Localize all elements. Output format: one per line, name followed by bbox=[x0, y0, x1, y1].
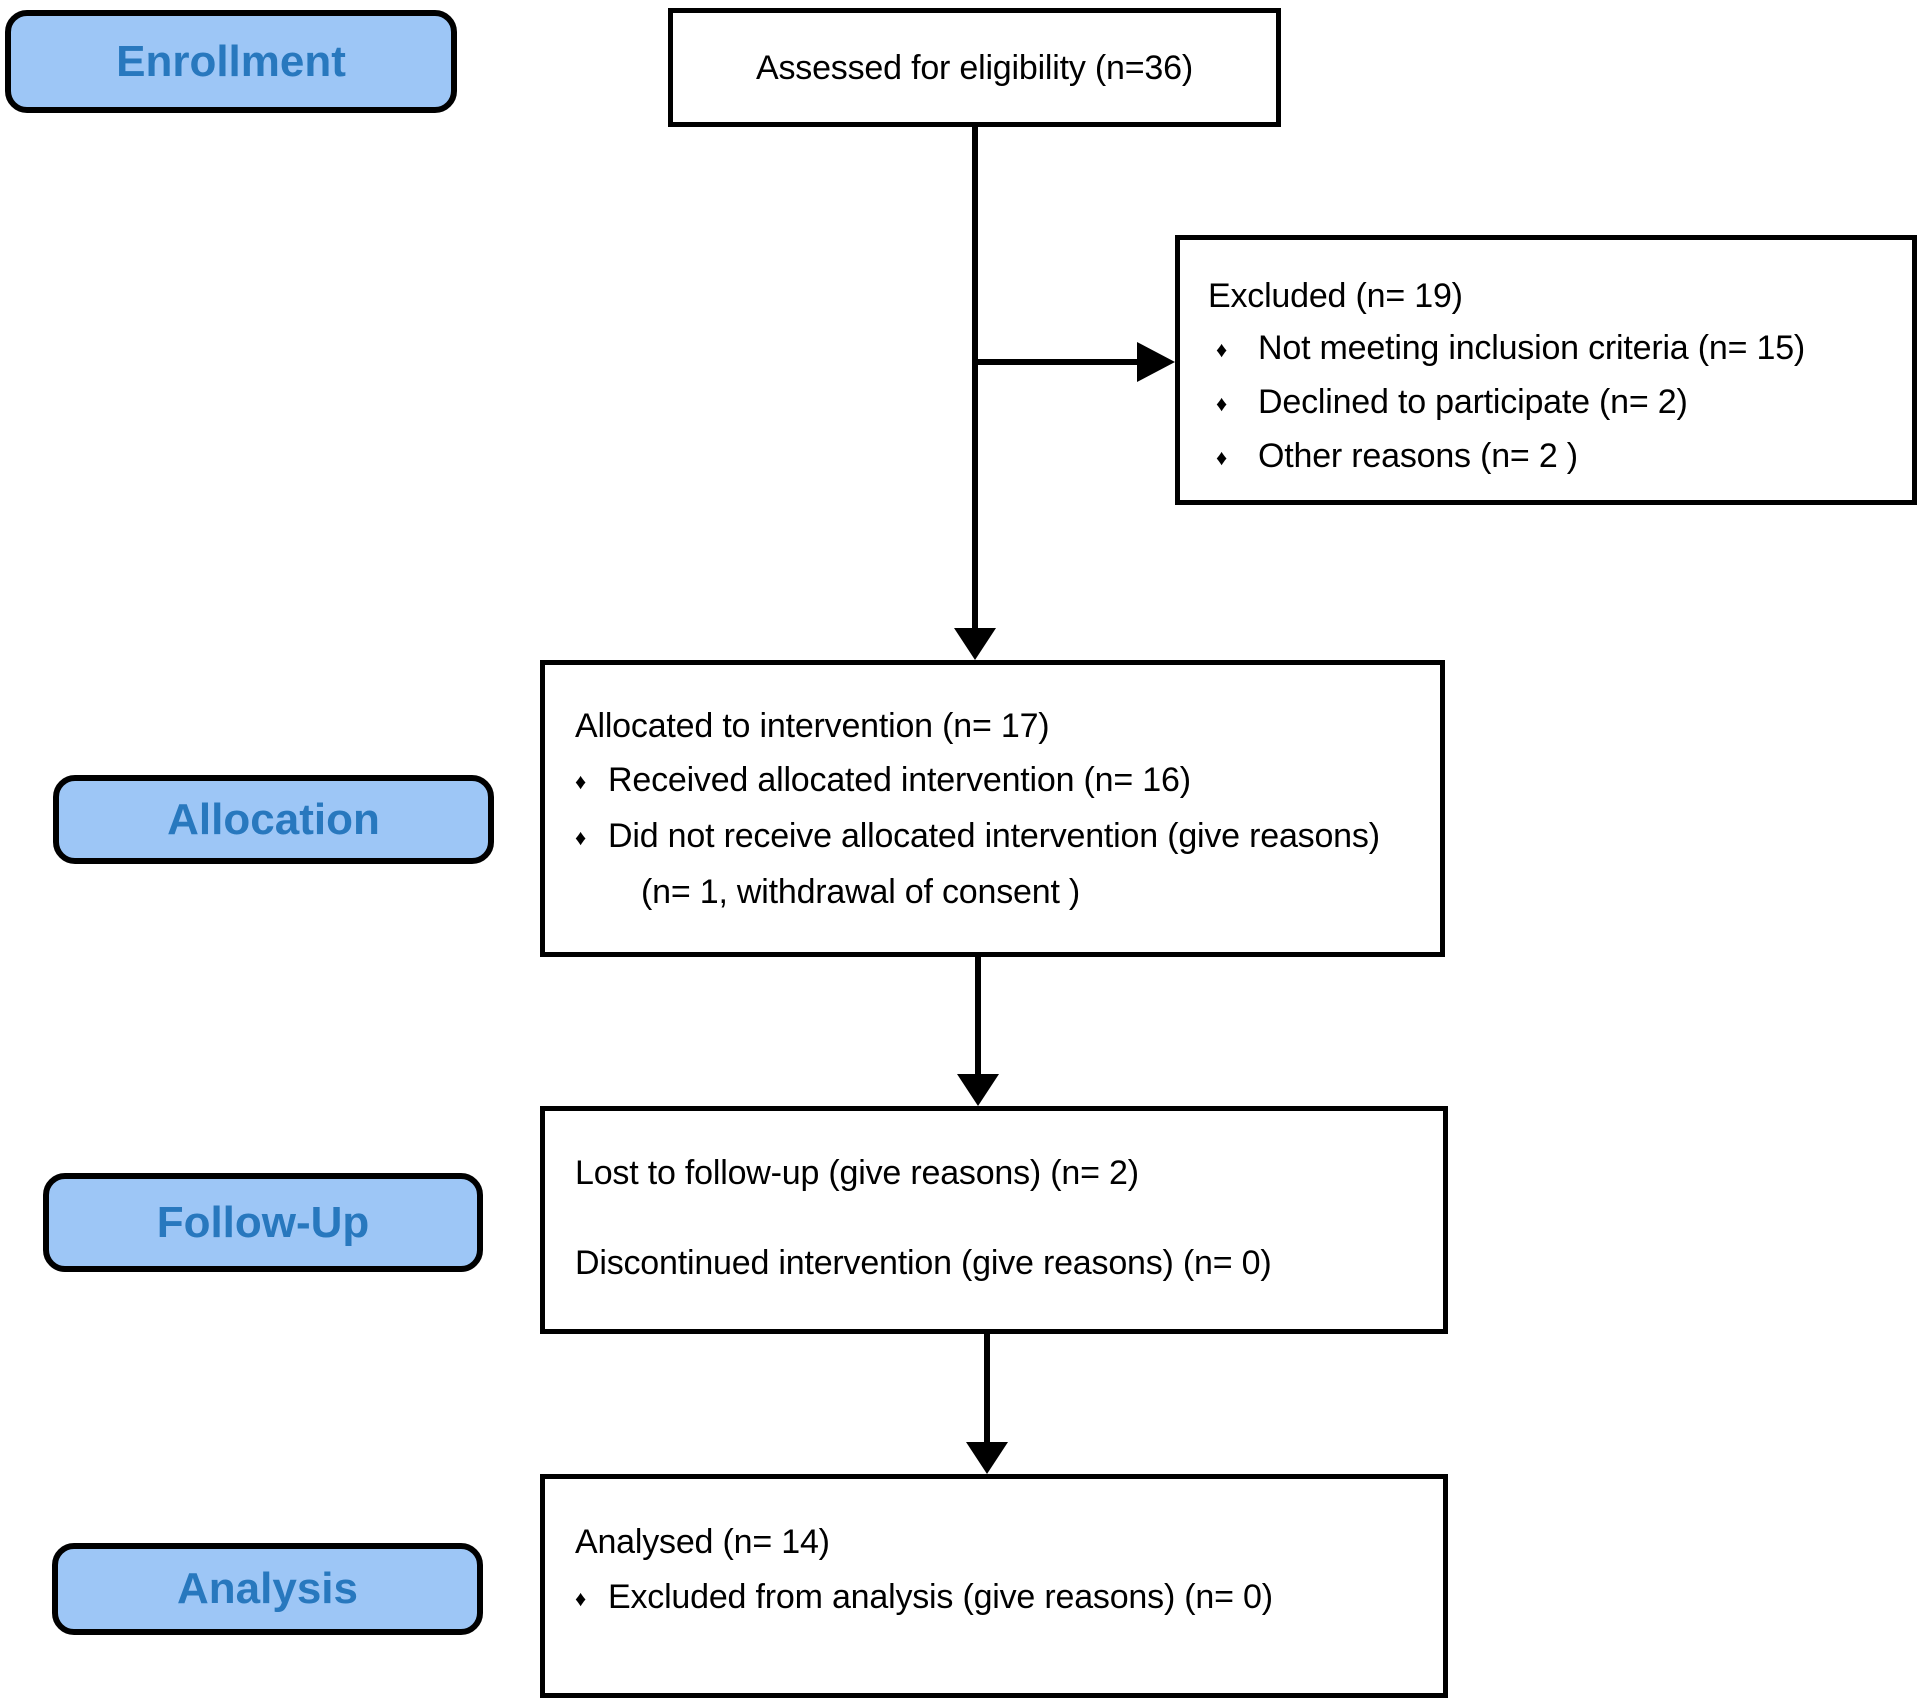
stage-label-analysis-text: Analysis bbox=[177, 1564, 358, 1613]
arrow-right-icon bbox=[1137, 342, 1175, 382]
arrow-down-icon bbox=[954, 628, 996, 660]
diamond-bullet-icon: ♦ bbox=[1216, 337, 1228, 362]
allocated-bullet-text: Did not receive allocated intervention (… bbox=[608, 817, 1380, 911]
stage-label-analysis: Analysis bbox=[52, 1543, 483, 1635]
stage-label-followup-text: Follow-Up bbox=[156, 1197, 370, 1247]
arrow-line-to-excluded bbox=[975, 359, 1137, 365]
allocated-bullet-text: Received allocated intervention (n= 16) bbox=[608, 761, 1191, 799]
assessed-title: Assessed for eligibility (n=36) bbox=[756, 48, 1193, 87]
excluded-bullet-text: Declined to participate (n= 2) bbox=[1258, 383, 1688, 421]
diamond-bullet-icon: ♦ bbox=[1216, 445, 1228, 470]
analysed-title: Analysed (n= 14) bbox=[575, 1523, 830, 1561]
stage-label-allocation-text: Allocation bbox=[167, 794, 380, 844]
box-excluded: Excluded (n= 19) ♦ Not meeting inclusion … bbox=[1175, 235, 1917, 505]
arrow-down-icon bbox=[957, 1074, 999, 1106]
allocated-bullet-received: ♦ Received allocated intervention (n= 16) bbox=[575, 753, 1422, 809]
excluded-bullet-not-meeting-criteria: ♦ Not meeting inclusion criteria (n= 15) bbox=[1208, 322, 1904, 376]
box-assessed-for-eligibility: Assessed for eligibility (n=36) bbox=[668, 8, 1281, 127]
stage-label-enrollment-text: Enrollment bbox=[116, 36, 346, 86]
excluded-bullet-declined: ♦ Declined to participate (n= 2) bbox=[1208, 376, 1904, 430]
arrow-line-assessed-to-allocated bbox=[972, 127, 978, 630]
diamond-bullet-icon: ♦ bbox=[575, 825, 587, 850]
diamond-bullet-icon: ♦ bbox=[1216, 391, 1228, 416]
diamond-bullet-icon: ♦ bbox=[575, 769, 587, 794]
box-analysed: Analysed (n= 14) ♦ Excluded from analysis… bbox=[540, 1474, 1448, 1698]
excluded-bullet-other-reasons: ♦ Other reasons (n= 2 ) bbox=[1208, 430, 1904, 484]
arrow-down-icon bbox=[966, 1442, 1008, 1474]
analysed-bullet-text: Excluded from analysis (give reasons) (n… bbox=[608, 1578, 1273, 1616]
arrow-line-followup-to-analysed bbox=[984, 1334, 990, 1442]
excluded-title: Excluded (n= 19) bbox=[1208, 277, 1463, 315]
box-followup: Lost to follow-up (give reasons) (n= 2) … bbox=[540, 1106, 1448, 1334]
box-allocated-to-intervention: Allocated to intervention (n= 17) ♦ Recei… bbox=[540, 660, 1445, 957]
arrow-line-allocated-to-followup bbox=[975, 957, 981, 1076]
stage-label-followup: Follow-Up bbox=[43, 1173, 483, 1272]
stage-label-enrollment: Enrollment bbox=[5, 10, 457, 113]
diamond-bullet-icon: ♦ bbox=[575, 1586, 587, 1611]
excluded-bullet-text: Not meeting inclusion criteria (n= 15) bbox=[1258, 329, 1806, 367]
stage-label-allocation: Allocation bbox=[53, 775, 494, 864]
analysed-bullet-excluded: ♦ Excluded from analysis (give reasons) (… bbox=[575, 1570, 1425, 1626]
followup-line-lost: Lost to follow-up (give reasons) (n= 2) bbox=[575, 1154, 1139, 1192]
followup-line-discontinued: Discontinued intervention (give reasons)… bbox=[575, 1244, 1272, 1282]
allocated-bullet-did-not-receive: ♦ Did not receive allocated intervention … bbox=[575, 809, 1422, 919]
excluded-bullet-text: Other reasons (n= 2 ) bbox=[1258, 437, 1578, 475]
allocated-title: Allocated to intervention (n= 17) bbox=[575, 707, 1050, 745]
